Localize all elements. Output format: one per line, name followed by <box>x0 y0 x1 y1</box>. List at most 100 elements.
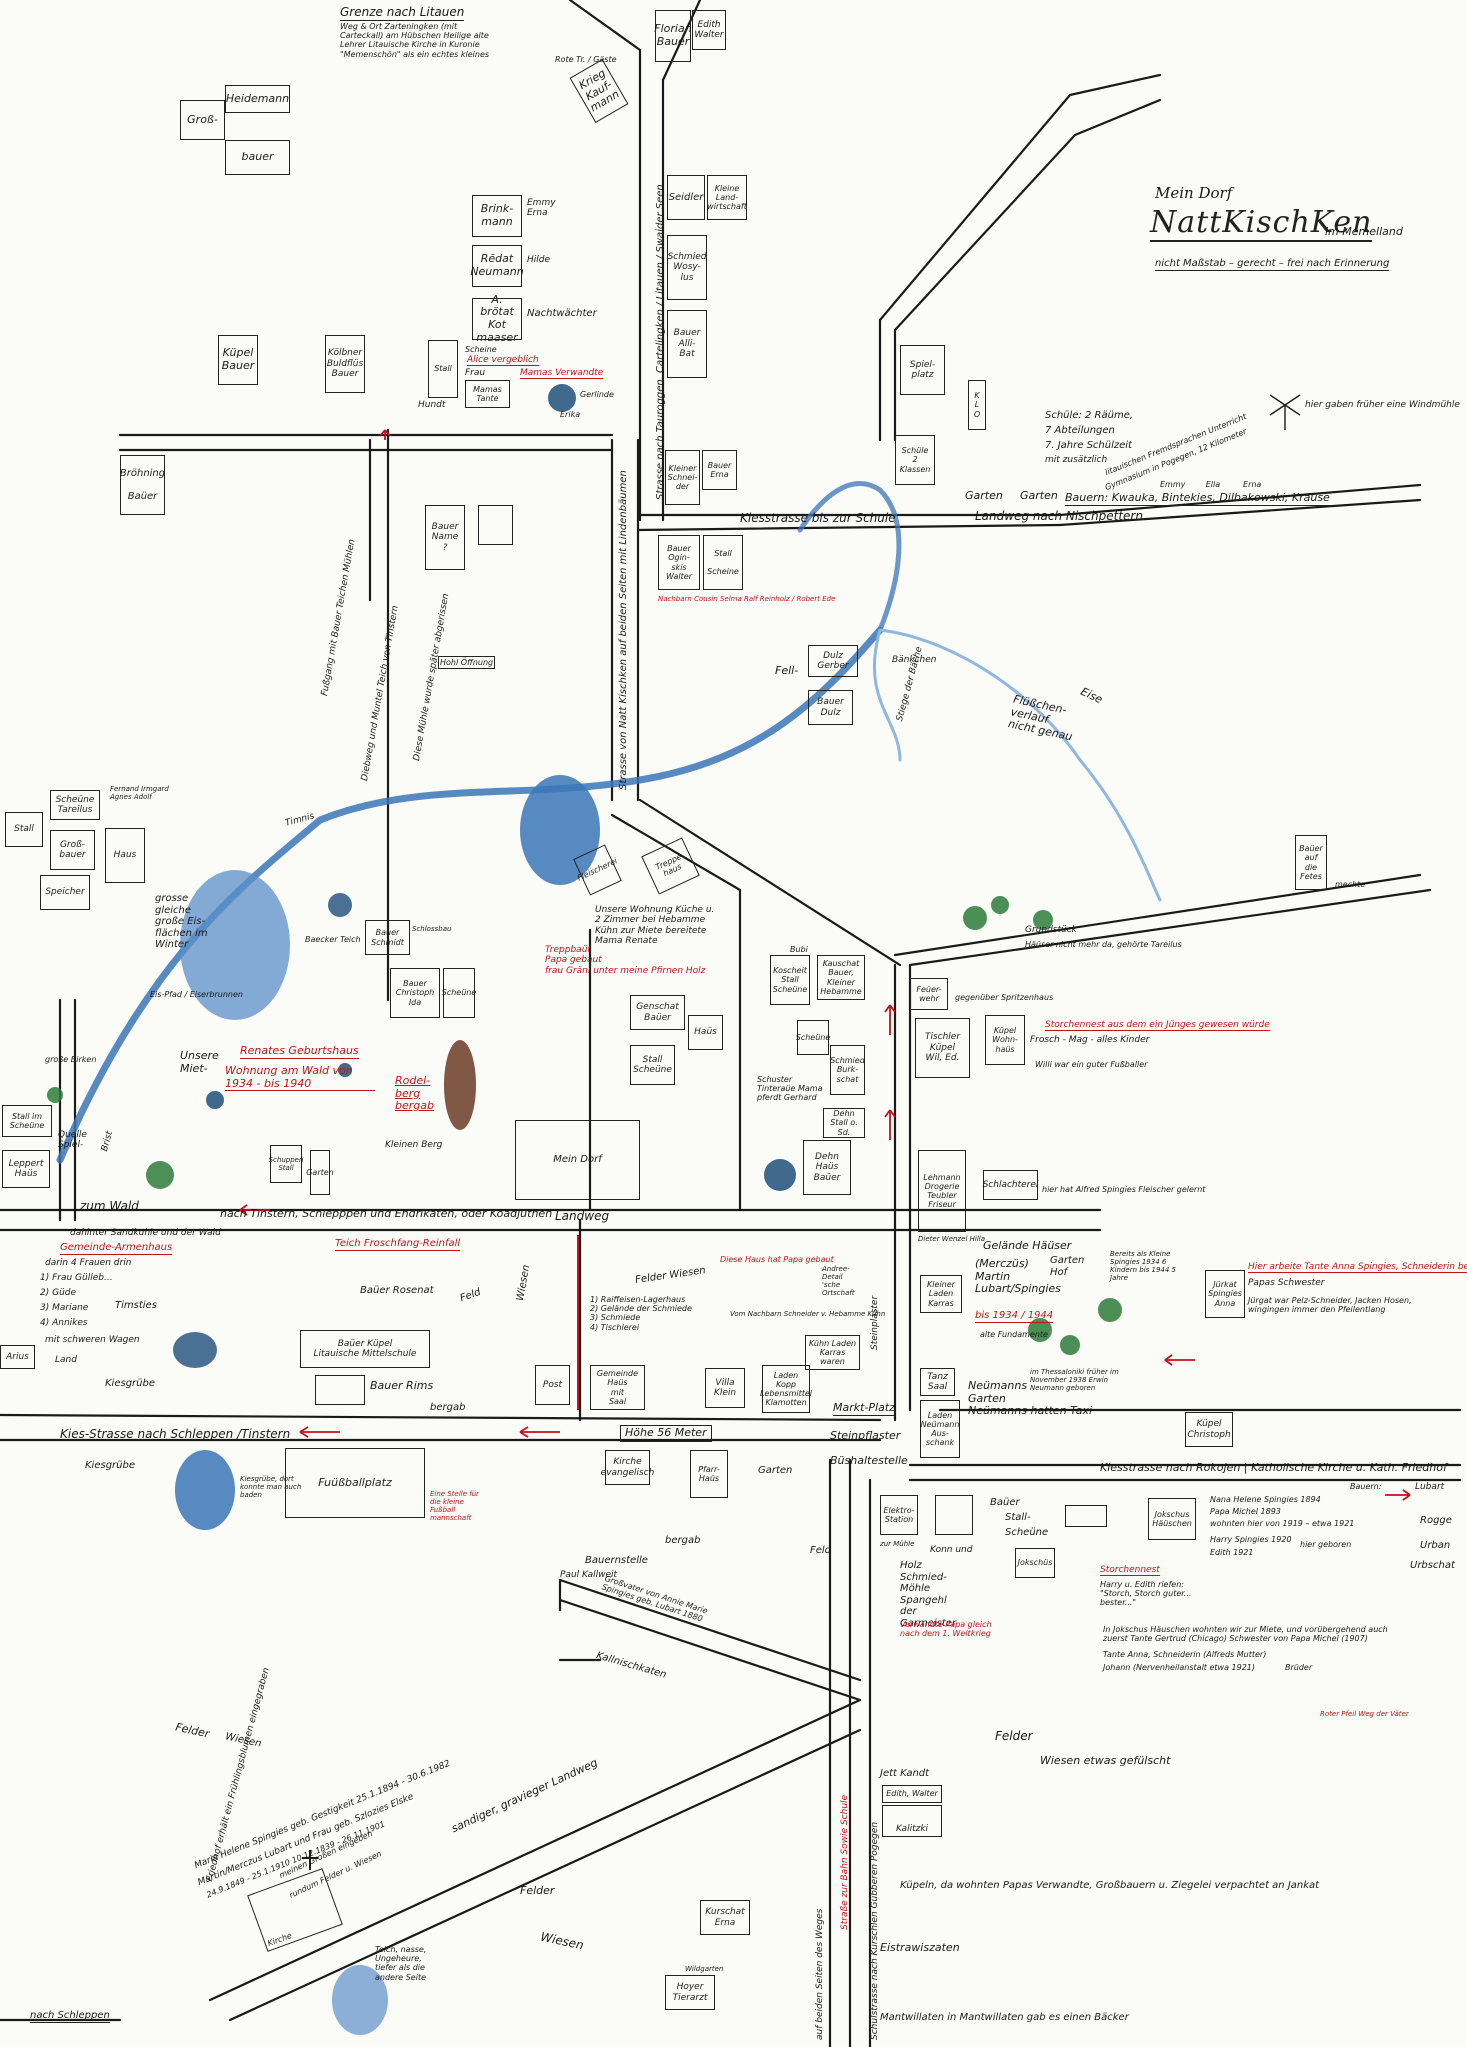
spielplatz: Spiel- platz <box>900 345 945 395</box>
scheune-arme: dahinter Sandkuhle und der Wald <box>70 1228 221 1238</box>
gemeinde-armenhaus: Gemeinde-Armenhaus <box>60 1242 173 1255</box>
eistrawiszaten: Eistrawiszaten <box>880 1941 960 1954</box>
felder-3: Felder <box>995 1729 1033 1743</box>
border-label: Grenze nach Litauen <box>340 5 465 21</box>
seidler: Seidler <box>667 175 705 220</box>
garten-4: Garten <box>758 1465 793 1476</box>
muehle-block <box>935 1495 973 1535</box>
road-kiesstrasse-rokojen: Kiesstrasse nach Rokojen | Katholische K… <box>1100 1461 1447 1474</box>
juergeits: Jürkat Spingies Anna <box>1205 1270 1245 1318</box>
felder-2: Felder <box>520 1884 555 1897</box>
redat-neumann: Rēdat Neumann <box>470 245 524 287</box>
kuepel-christoph: Küpel Christoph <box>1185 1412 1233 1447</box>
kleiner-laden: Kleiner Laden Karras <box>920 1275 962 1313</box>
armenhaus-list: darin 4 Frauen drin <box>45 1258 132 1268</box>
bruder: Brüder <box>1285 1663 1313 1672</box>
bauer-oginski: Bauer Ogin- skis Walter <box>658 535 700 590</box>
harry-s: Harry Spingies 1920 <box>1210 1535 1292 1544</box>
jokschas: Jokschüs <box>1015 1548 1055 1578</box>
scheune-tarelius: Scheüne Tareilus <box>50 790 100 820</box>
koscheit-stall: Koscheit Stall Scheüne <box>770 955 810 1005</box>
gemeinde-saal: Gemeinde Haüs mit Saal <box>590 1365 645 1410</box>
kuepel-bauer: Küpel Bauer <box>218 335 258 385</box>
road-zur-bahn: Straße zur Bahn Sowie Schule <box>840 1794 850 1930</box>
mueller: Baüer <box>990 1497 1020 1508</box>
arrow-icons <box>239 429 1411 1501</box>
gross-bauer-top-b: bauer <box>225 140 290 175</box>
schlossbau: Schlossbau <box>412 925 452 933</box>
a-broetat: A. brötat Kot maaser <box>472 293 522 343</box>
braehnisg: Bröhning Baüer <box>120 455 165 515</box>
hochzeit-box: Mein Dorf <box>515 1120 640 1200</box>
gelaende: Gelände Häüser <box>983 1239 1072 1252</box>
schuster: Schuster Tinteraüe Mama pferdt Gerhard <box>757 1075 823 1103</box>
leppert-haus: Leppert Haüs <box>2 1150 50 1188</box>
bauer-name: Bauer Name ? <box>425 505 465 570</box>
bauer-christoph: Bauer Christoph Ida <box>390 968 440 1018</box>
gerlinde: Gerlinde <box>580 390 614 399</box>
rote-trep: Rote Tr. / Gäste <box>555 55 617 64</box>
kiesgrube-label: Kiesgrübe <box>105 1378 155 1389</box>
bauer-erna: Bauer Erna <box>702 450 737 490</box>
steinpflaster: Steinpflaster <box>830 1429 901 1442</box>
dulz-gerber: Dulz Gerber <box>808 645 858 677</box>
hier-geboren: hier geboren <box>1300 1540 1352 1549</box>
bauern-names: Emmy Ella Erna <box>1160 480 1262 489</box>
mit-note: mit schweren Wagen <box>45 1335 140 1345</box>
bergab-label-1: bergab <box>430 1402 466 1413</box>
papas-schwester: Papas Schwester <box>1248 1278 1325 1288</box>
genschat: Genschat Baüer <box>630 995 685 1030</box>
dieter-note: Dieter Wenzel Hilla <box>918 1235 985 1243</box>
stall-scheune-3: Stall Scheüne <box>630 1045 675 1085</box>
unsere-wohnung: Unsere Wohnung Küche u. 2 Zimmer bei Heb… <box>595 905 715 947</box>
school-note-3: 7. Jahre Schülzeit <box>1045 440 1132 451</box>
mamas-tante: Mamas Tante <box>465 380 510 408</box>
bauer-dulz: Bauer Dulz <box>808 690 853 725</box>
armen-4: 4) Annikes <box>40 1318 88 1328</box>
school-note-2: 7 Abteilungen <box>1045 425 1115 436</box>
villa-klein: Villa Klein <box>705 1368 745 1408</box>
hohl-oeffnung: Hohl Öffnung <box>438 656 496 670</box>
road-gartenweg: Strasse nach Tauroggen, Cartelingken / L… <box>655 184 666 500</box>
tree-icons <box>47 896 1122 1355</box>
hoehe-56: Höhe 56 Meter <box>620 1425 712 1442</box>
tante-anna-2: Tante Anna, Schneiderin (Alfreds Mutter) <box>1103 1650 1267 1659</box>
stall-scheune-2: Stall im Scheüne <box>2 1105 52 1137</box>
road-main-street: Strasse von Natt Kischken auf beiden Sei… <box>618 470 629 790</box>
von-bis: bis 1934 / 1944 <box>975 1310 1054 1323</box>
school-note-4: mit zusätzlich <box>1045 455 1108 465</box>
wildgarten: Wildgarten <box>685 1965 724 1973</box>
hilde: Hilde <box>527 255 551 265</box>
storchennest: Storchennest <box>1100 1565 1160 1577</box>
koch-label: Konn und <box>930 1545 973 1555</box>
bushof: Bauern: <box>1350 1482 1382 1491</box>
teich-note: Teich, nasse, Ungeheure, tiefer als die … <box>375 1945 427 1982</box>
windmill-icon <box>1269 394 1301 430</box>
quelle: Quelle Spiel- <box>58 1130 87 1151</box>
koelbner: Kölbner Buldflüs Bauer <box>325 335 365 393</box>
storch-note: Harry u. Edith riefen: "Storch, Storch g… <box>1100 1580 1192 1608</box>
grundstueck-note: Häüser nicht mehr da, gehörte Tareilus <box>1025 940 1182 949</box>
merckus: (Merczüs) Martin Lubart/Spingies <box>975 1257 1061 1296</box>
papa-michel: Papa Michel 1893 <box>1210 1507 1281 1516</box>
haus-mid: Haus <box>105 828 145 883</box>
zur-muehle: zur Mühle <box>880 1540 915 1548</box>
bauer-rosenat: Baüer Rosenat <box>360 1285 434 1296</box>
schlachter-note: hier hat Alfred Spingies Fleischer geler… <box>1042 1185 1206 1194</box>
kalitzki: Kalitzki <box>882 1805 942 1837</box>
kiesgrube-pit <box>173 1332 217 1368</box>
stall-2b: Stall- <box>1005 1512 1031 1523</box>
teich-label: Teich Froschfang-Reinfall <box>335 1238 461 1251</box>
hundt: Hundt <box>418 400 446 410</box>
bushaltestelle: Büshaltestelle <box>830 1454 908 1467</box>
road-kiesstrasse-schule: Kiesstrasse bis zur Schule <box>740 511 896 525</box>
lubart-right: Lubart <box>1415 1482 1445 1492</box>
mehlte: mechte <box>1335 880 1366 889</box>
edith-walter-box: Edith Walter <box>692 10 726 50</box>
edith: Edith 1921 <box>1210 1548 1254 1557</box>
road-auf-beiden: auf beiden Seiten des Weges <box>815 1908 825 2040</box>
timsties: Timsties <box>115 1300 157 1311</box>
neumanns: Neümanns Garten Neümanns hatten Taxi <box>968 1379 1093 1418</box>
mamas-verwandte: Mamas Verwandte <box>520 368 604 380</box>
tischler-kuepel: Tischler Küpel Wil, Ed. <box>915 1018 970 1078</box>
